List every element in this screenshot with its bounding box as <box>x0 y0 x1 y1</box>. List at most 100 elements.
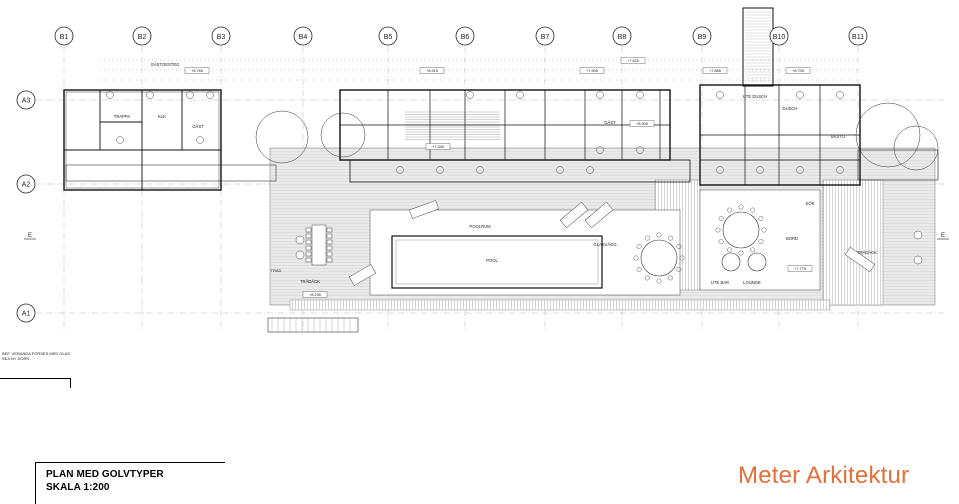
lounger <box>584 201 614 229</box>
main-corridor <box>349 159 691 183</box>
level-tag: +7.625 <box>627 59 639 63</box>
grid-label-b7: B7 <box>541 34 550 41</box>
grid-label-a1: A1 <box>22 311 31 318</box>
round-table <box>721 252 741 272</box>
room-label-kok: KÖK <box>806 201 815 206</box>
guest-house-inner <box>65 91 220 189</box>
grid-label-b4: B4 <box>299 34 308 41</box>
marker-bubble <box>106 91 114 99</box>
marker-bubble <box>716 91 724 99</box>
marker-bubble <box>596 91 604 99</box>
grid-label-b3: B3 <box>217 34 226 41</box>
marker-bubble <box>596 146 604 154</box>
lounger <box>559 201 589 229</box>
grid-label-b6: B6 <box>461 34 470 41</box>
walkway <box>65 164 277 182</box>
marker-bubble <box>466 91 474 99</box>
tree-label: TRÄD <box>271 268 282 273</box>
drawing-title: PLAN MED GOLVTYPER <box>46 469 164 480</box>
note-divider-tick <box>70 378 71 388</box>
marker-bubble <box>436 166 444 174</box>
marker-bubble <box>716 166 724 174</box>
marker-bubble <box>206 91 214 99</box>
tree-canopy <box>893 125 939 171</box>
marker-bubble <box>836 166 844 174</box>
veranda-note: BEF. VERANDA FÖRSES MED GLAS SEA NY DÖRR <box>2 351 71 361</box>
grid-label-b11: B11 <box>852 34 864 41</box>
lounger <box>844 246 876 273</box>
room-label-lounge: LOUNGE <box>743 280 761 285</box>
level-tag: +8.235 <box>309 293 321 297</box>
grid-bubble-b2 <box>132 26 152 46</box>
marker-bubble <box>116 136 124 144</box>
marker-bubble <box>756 166 764 174</box>
grid-bubble-b1 <box>54 26 74 46</box>
room-label-pool: POOL <box>486 258 498 263</box>
tree-canopy <box>855 102 921 168</box>
guest-house-outline <box>63 89 222 191</box>
room-label-klk: KLK <box>158 114 166 119</box>
lounger <box>408 200 440 219</box>
grid-bubble-a2 <box>16 174 36 194</box>
marker-bubble <box>476 166 484 174</box>
marker-bubble <box>196 136 204 144</box>
room-label-bastu: BASTU <box>831 134 845 139</box>
tree-canopy <box>320 112 366 158</box>
round-table <box>722 211 760 249</box>
note-divider <box>0 378 70 379</box>
marker-bubble <box>636 91 644 99</box>
brand-logo: Meter Arkitektur <box>738 462 910 489</box>
plant <box>295 235 305 245</box>
bottom-deck <box>289 299 831 311</box>
plant <box>295 250 305 260</box>
marker-bubble <box>186 91 194 99</box>
round-table <box>640 239 678 277</box>
room-label-gast2: GÄST <box>604 120 616 125</box>
room-label-gastgesteg: GÄSTGESTEG <box>151 62 180 67</box>
tree-canopy <box>255 110 309 164</box>
marker-bubble <box>516 91 524 99</box>
marker-bubble <box>146 91 154 99</box>
plant <box>913 230 923 240</box>
marker-bubble <box>636 146 644 154</box>
grid-bubble-b8 <box>612 26 632 46</box>
level-tag: +7.945 <box>432 145 444 149</box>
level-tag: +8.765 <box>191 69 203 73</box>
room-label-bord: BORD <box>786 236 798 241</box>
level-tag: +8.705 <box>792 69 804 73</box>
grid-bubble-a3 <box>16 90 36 110</box>
room-label-trappa: TRAPPA <box>114 114 131 119</box>
grid-bubble-b9 <box>692 26 712 46</box>
section-marker: E <box>941 233 945 239</box>
round-table <box>747 252 767 272</box>
room-label-glasvagg: GLASVÄGG <box>593 242 616 247</box>
lounge-floor <box>699 189 821 291</box>
tradack-right-boards <box>822 179 884 306</box>
pool-basin <box>391 235 603 289</box>
room-label-ute_dusch: UTE DUSCH <box>743 94 767 99</box>
level-tag: +7.775 <box>794 267 806 271</box>
marker-bubble <box>396 166 404 174</box>
east-block <box>857 149 939 181</box>
grid-label-b8: B8 <box>618 34 627 41</box>
grid-label-b10: B10 <box>773 34 786 41</box>
marker-bubble <box>796 166 804 174</box>
plant <box>913 255 923 265</box>
steps-southwest <box>267 317 359 333</box>
level-tag: +7.885 <box>709 69 721 73</box>
grid-bubble-b10 <box>769 26 789 46</box>
grid-bubble-b4 <box>293 26 313 46</box>
title-block: PLAN MED GOLVTYPER SKALA 1:200 <box>35 462 225 504</box>
level-tag: +8.915 <box>426 69 438 73</box>
dimension-lines <box>100 59 860 81</box>
room-label-dusch: DUSCH <box>783 106 798 111</box>
level-tag: +8.905 <box>636 122 648 126</box>
grid-bubble-a1 <box>16 303 36 323</box>
grid-label-b9: B9 <box>698 34 707 41</box>
marker-bubble <box>586 166 594 174</box>
room-label-tradack_right: TRÄDÄCK <box>857 250 877 255</box>
room-label-poolrum: POOLRUM <box>469 224 491 229</box>
room-label-tradack_left: TRÄDÄCK <box>300 279 320 284</box>
grid-label-b1: B1 <box>60 34 69 41</box>
grid-label-a2: A2 <box>22 182 31 189</box>
